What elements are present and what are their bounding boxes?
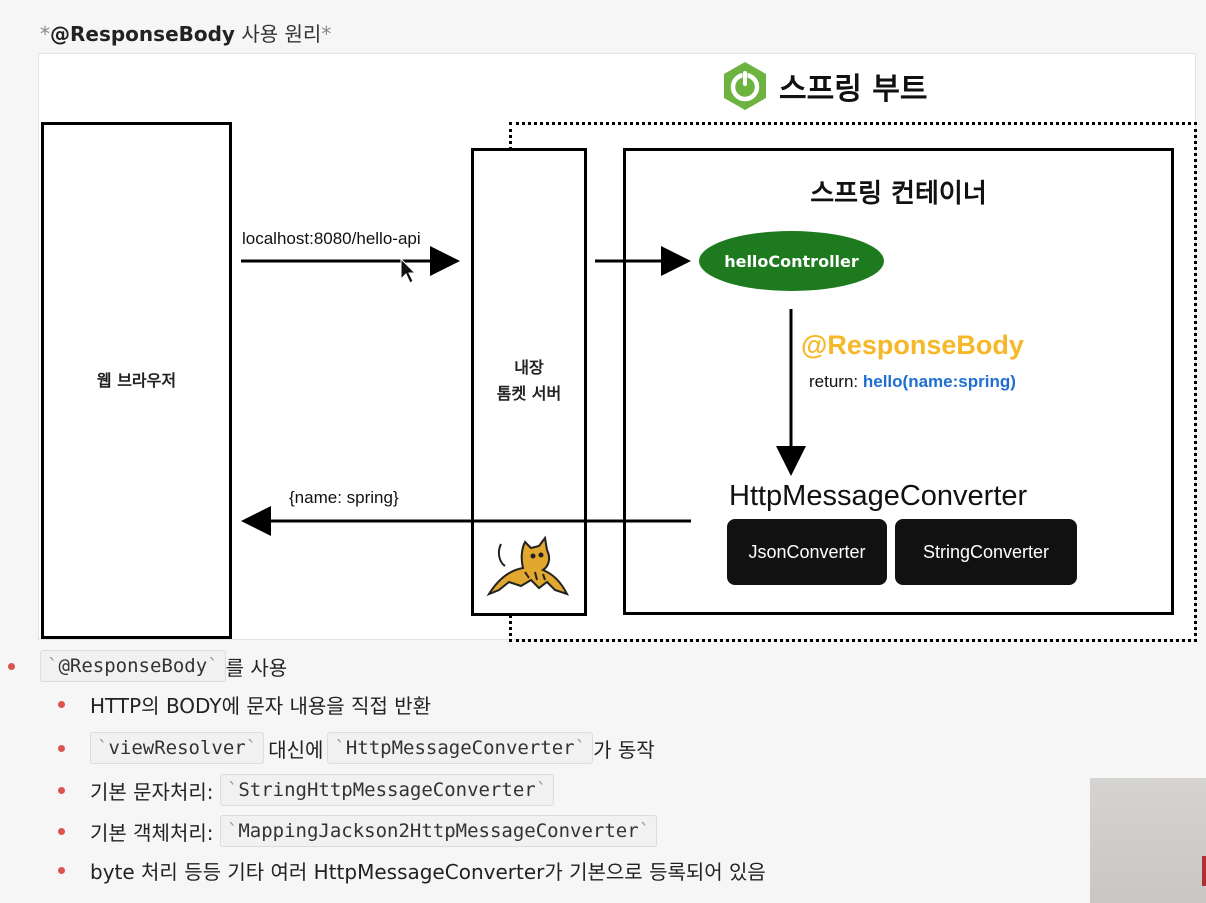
list-item-text: 대신에 bbox=[268, 737, 324, 762]
spring-container-title: 스프링 컨테이너 bbox=[810, 179, 987, 209]
page-heading: *@ResponseBody 사용 원리* bbox=[40, 18, 331, 47]
thumbnail-edge bbox=[1202, 856, 1206, 886]
inline-code: `StringHttpMessageConverter` bbox=[219, 774, 555, 806]
spring-boot-header: 스프링 부트 bbox=[719, 60, 927, 112]
tomcat-label-line2: 톰켓 서버 bbox=[496, 384, 562, 403]
string-converter-box: StringConverter bbox=[895, 519, 1077, 585]
embedded-tomcat-box: 내장 톰켓 서버 bbox=[471, 148, 587, 616]
inline-code: `MappingJackson2HttpMessageConverter` bbox=[219, 815, 658, 847]
tomcat-label-line1: 내장 bbox=[514, 358, 544, 377]
bullet-icon bbox=[58, 786, 65, 794]
response-body-diagram: 스프링 부트 웹 브라우저 내장 톰켓 서버 스프링 컨테이너 helloCon… bbox=[38, 53, 1197, 642]
power-icon bbox=[719, 60, 771, 112]
json-converter-box: JsonConverter bbox=[727, 519, 887, 585]
list-item-text: 기본 문자처리: bbox=[90, 779, 220, 804]
tomcat-cat-icon bbox=[486, 535, 569, 597]
response-json-label: {name: spring} bbox=[289, 488, 399, 507]
list-item-text: 기본 객체처리: bbox=[90, 820, 220, 845]
list-item-text: 를 사용 bbox=[225, 655, 288, 680]
list-item-text: HTTP의 BODY에 문자 내용을 직접 반환 bbox=[90, 694, 432, 718]
list-item: 기본 문자처리: `StringHttpMessageConverter` bbox=[58, 774, 555, 806]
heading-star-right: * bbox=[321, 22, 332, 46]
spring-boot-title: 스프링 부트 bbox=[779, 72, 928, 107]
hello-controller-node: helloController bbox=[699, 231, 884, 291]
list-item: HTTP의 BODY에 문자 내용을 직접 반환 bbox=[58, 690, 431, 719]
list-item: 기본 객체처리: `MappingJackson2HttpMessageConv… bbox=[58, 815, 658, 847]
bullet-icon bbox=[58, 744, 65, 752]
bullet-icon bbox=[8, 662, 15, 670]
return-label: return: hello(name:spring) bbox=[809, 372, 1016, 392]
response-body-annotation: @ResponseBody bbox=[801, 330, 1024, 360]
heading-title: @ResponseBody bbox=[50, 22, 235, 46]
list-item: `viewResolver` 대신에 `HttpMessageConverter… bbox=[58, 732, 655, 764]
inline-code: `viewResolver` bbox=[90, 732, 265, 764]
list-item-text: 가 동작 bbox=[593, 737, 655, 762]
list-item: byte 처리 등등 기타 여러 HttpMessageConverter가 기… bbox=[58, 856, 766, 885]
list-item-text: byte 처리 등등 기타 여러 HttpMessageConverter가 기… bbox=[90, 860, 766, 884]
bullet-icon bbox=[58, 867, 65, 874]
request-url-label: localhost:8080/hello-api bbox=[242, 229, 421, 248]
heading-subtitle: 사용 원리 bbox=[234, 22, 322, 46]
web-browser-label: 웹 브라우저 bbox=[96, 371, 177, 390]
return-prefix: return: bbox=[809, 372, 863, 391]
inline-code: `@ResponseBody` bbox=[40, 650, 226, 682]
bullet-icon bbox=[58, 827, 65, 835]
web-browser-box: 웹 브라우저 bbox=[41, 122, 232, 639]
inline-code: `HttpMessageConverter` bbox=[327, 732, 594, 764]
video-thumbnail bbox=[1090, 778, 1206, 903]
tomcat-label: 내장 톰켓 서버 bbox=[474, 355, 584, 407]
diagram-arrows bbox=[241, 246, 806, 536]
http-message-converter-title: HttpMessageConverter bbox=[729, 480, 1028, 512]
mouse-cursor-icon bbox=[400, 257, 417, 284]
return-value: hello(name:spring) bbox=[862, 372, 1016, 391]
list-item: `@ResponseBody` 를 사용 bbox=[8, 650, 287, 682]
heading-star-left: * bbox=[40, 22, 50, 46]
bullet-icon bbox=[58, 701, 65, 708]
